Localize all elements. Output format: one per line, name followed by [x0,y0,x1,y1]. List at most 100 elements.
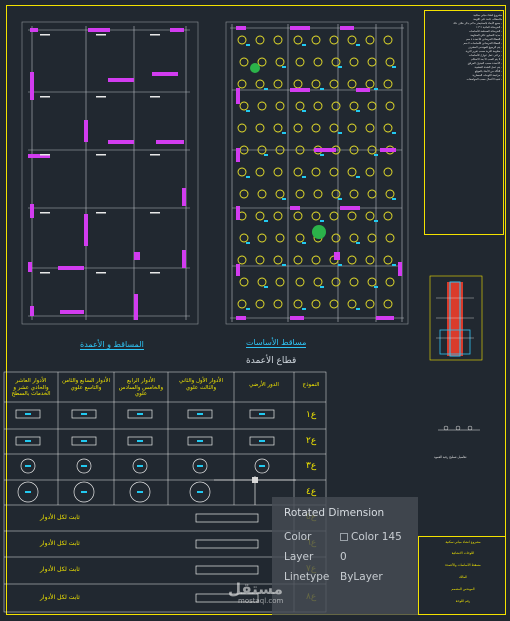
pile-circle [349,277,359,287]
pile-circle [367,57,377,67]
pile-rebar-mark [302,44,306,46]
pile-circle [329,35,339,45]
pile-rebar-mark [246,308,250,310]
pile-circle [347,299,357,309]
pile-rebar-mark [356,110,360,112]
pile-circle [239,57,249,67]
pile-rebar-mark [392,132,396,134]
watermark-url: mostaql.com [238,597,284,605]
pile-circle [257,277,267,287]
quick-properties-panel[interactable]: Rotated Dimension Color Color 145 Layer … [272,497,418,615]
pile-circle [295,189,305,199]
pile-rebar-mark [338,66,342,68]
columns-plan[interactable] [21,21,199,325]
column-section-symbol [189,481,211,503]
pile-circle [347,255,357,265]
pile-circle [293,255,303,265]
pile-circle [383,299,393,309]
color-value-field[interactable]: Color 145 [340,531,402,543]
color-value: Color 145 [351,531,402,543]
pile-circle [295,57,305,67]
pile-rebar-mark [246,44,250,46]
column-section-symbol [192,458,208,474]
pile-rebar-mark [302,242,306,244]
row-label: ع٣ [306,461,317,471]
pile-circle [273,35,283,45]
pile-circle [293,211,303,221]
pile-circle [385,101,395,111]
pile-circle [237,123,247,133]
pile-circle [349,189,359,199]
pile-circle [331,57,341,67]
row-label: ع٤ [306,487,317,497]
pile-circle [293,123,303,133]
pile-circle [311,123,321,133]
pile-circle [275,277,285,287]
section-rebar-mark [81,440,87,442]
pile-circle [237,35,247,45]
pile-circle [331,277,341,287]
section-rebar-mark [81,491,87,493]
pile-circle [313,101,323,111]
pile-rebar-mark [282,264,286,266]
selected-dimension[interactable] [214,476,296,505]
pile-circle [275,233,285,243]
pile-circle [313,57,323,67]
pile-circle [365,167,375,177]
pile-circle [255,167,265,177]
pile-circle [239,189,249,199]
watermark-logo: مستقل [228,580,283,598]
pile-circle [313,277,323,287]
pile-circle [385,277,395,287]
pile-circle [329,167,339,177]
pile-circle [331,101,341,111]
pile-circle [349,145,359,155]
general-notes-text: مشروع انشاء مباني سكنية ملاحظات عامة على… [452,14,502,82]
constant-label: ثابت لكل الأدوار [40,514,80,521]
column-section-symbol [187,436,213,446]
header-floors-7-9: الأدوار السابع والثامن والتاسع علوي [61,378,111,391]
pile-rebar-mark [246,176,250,178]
pile-rebar-mark [374,154,378,156]
pile-circle [367,189,377,199]
column-detail[interactable] [429,275,483,361]
pile-circle [311,79,321,89]
layer-value[interactable]: 0 [340,551,347,563]
column-sections [15,409,275,603]
detail-caption: تفاصيل تسليح رقبة العمود [434,455,467,459]
constant-label: ثابت لكل الأدوار [40,594,80,601]
pile-circle [385,233,395,243]
pile-circle [329,299,339,309]
section-rebar-mark [137,413,143,415]
pile-circle [347,123,357,133]
section-rebar-mark [197,491,203,493]
pile-circle [273,211,283,221]
pile-circle [295,145,305,155]
constant-label: ثابت لكل الأدوار [40,540,80,547]
pile-circle [349,57,359,67]
pile-rebar-mark [320,88,324,90]
pile-circle [293,299,303,309]
title-block-line: مشروع انشاء مباني سكنية [445,540,481,544]
pile-rebar-mark [392,264,396,266]
section-rebar-mark [137,491,143,493]
pile-circle [295,233,305,243]
color-label: Color [284,531,312,543]
pile-circle [293,167,303,177]
pile-circle [347,79,357,89]
pile-rebar-mark [320,154,324,156]
pile-rebar-mark [264,154,268,156]
section-rebar-mark [25,491,31,493]
pile-rebar-mark [264,220,268,222]
pile-circle [239,277,249,287]
column-section-symbol [15,409,41,419]
pile-rebar-mark [338,132,342,134]
pile-circle [311,167,321,177]
section-rebar-mark [197,413,203,415]
pile-circle [365,211,375,221]
pile-rebar-mark [356,242,360,244]
pile-circle [383,79,393,89]
linetype-value[interactable]: ByLayer [340,571,383,583]
